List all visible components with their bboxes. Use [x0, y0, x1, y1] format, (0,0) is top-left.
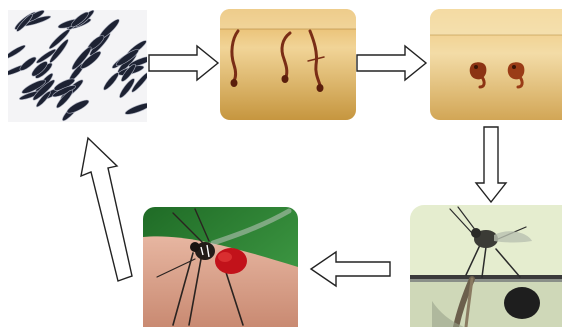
mosquito-pupae-photo-icon [430, 9, 562, 120]
emerging-adult-photo [410, 205, 562, 327]
mosquito-eggs-photo-icon [8, 10, 147, 122]
arrow-emerging-to-adult-icon [311, 252, 390, 286]
mosquito-larvae-photo-icon [220, 9, 356, 120]
arrow-larvae-to-pupae-icon [357, 46, 426, 80]
pupae-photo [430, 9, 562, 120]
arrow-eggs-to-larvae-icon [149, 46, 218, 80]
eggs-photo [8, 10, 147, 122]
adult-mosquito-photo [143, 207, 298, 327]
arrow-adult-to-eggs-icon [81, 138, 132, 281]
larvae-photo [220, 9, 356, 120]
adult-mosquito-biting-photo-icon [143, 207, 298, 327]
emerging-mosquito-photo-icon [410, 205, 562, 327]
arrow-pupae-to-emerging-icon [476, 127, 506, 202]
